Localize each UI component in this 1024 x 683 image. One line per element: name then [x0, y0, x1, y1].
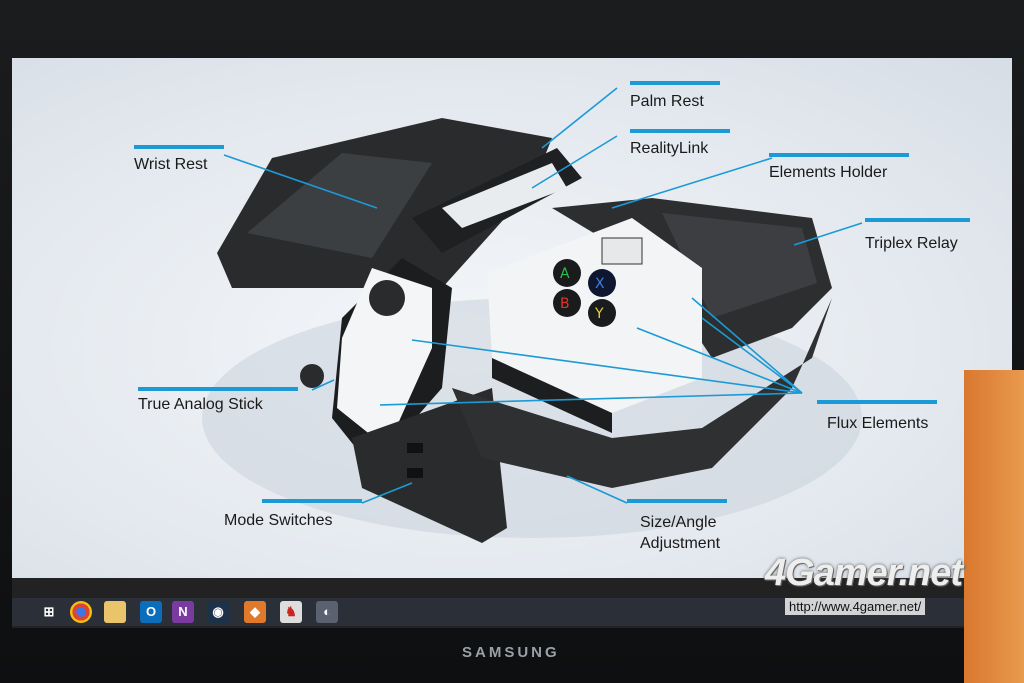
label-mode-switches: Mode Switches: [224, 512, 333, 529]
label-true-analog-stick: True Analog Stick: [138, 396, 263, 413]
mode-switches-callout-bar: [262, 499, 362, 503]
label-triplex-relay: Triplex Relay: [865, 235, 958, 252]
windows-start-icon[interactable]: ⊞: [43, 604, 55, 619]
wrist-rest-callout-bar: [134, 145, 224, 149]
controller-illustration: A X B Y: [202, 87, 863, 543]
label-realitylink: RealityLink: [630, 140, 709, 157]
monitor-brand-logo: SAMSUNG: [462, 644, 560, 661]
watermark-logo: 4Gamer.net: [765, 552, 963, 594]
label-wrist-rest: Wrist Rest: [134, 156, 208, 173]
controller-app-icon[interactable]: ◐: [316, 601, 338, 623]
file-explorer-icon[interactable]: [104, 601, 126, 623]
chrome-icon[interactable]: [70, 601, 92, 623]
game-app-icon[interactable]: ◆: [244, 601, 266, 623]
svg-text:Y: Y: [594, 306, 604, 322]
realitylink-callout-bar: [630, 129, 730, 133]
triplex-relay-callout-bar: [865, 218, 970, 222]
monitor-screen: A X B Y: [12, 58, 1012, 628]
label-palm-rest: Palm Rest: [630, 93, 704, 110]
outlook-icon[interactable]: O: [140, 601, 162, 623]
flux-elements-callout-bar: [817, 400, 937, 404]
label-adjustment: Adjustment: [640, 535, 721, 552]
svg-text:X: X: [595, 276, 605, 292]
elements-holder-callout-bar: [769, 153, 909, 157]
label-size-angle: Size/Angle: [640, 514, 717, 531]
palm-rest-callout-bar: [630, 81, 720, 85]
size-angle-callout-bar: [627, 499, 727, 503]
orange-side-panel: [964, 370, 1024, 683]
onenote-icon[interactable]: N: [172, 601, 194, 623]
watermark-url: http://www.4gamer.net/: [785, 598, 926, 615]
svg-text:B: B: [560, 296, 570, 312]
figure-app-icon[interactable]: ♞: [280, 601, 302, 623]
label-flux-elements: Flux Elements: [827, 415, 929, 432]
analog-stick-callout-bar: [138, 387, 298, 391]
label-elements-holder: Elements Holder: [769, 164, 888, 181]
presentation-slide: A X B Y: [12, 58, 1012, 578]
svg-text:A: A: [560, 266, 570, 282]
steam-icon[interactable]: ◉: [207, 601, 229, 623]
